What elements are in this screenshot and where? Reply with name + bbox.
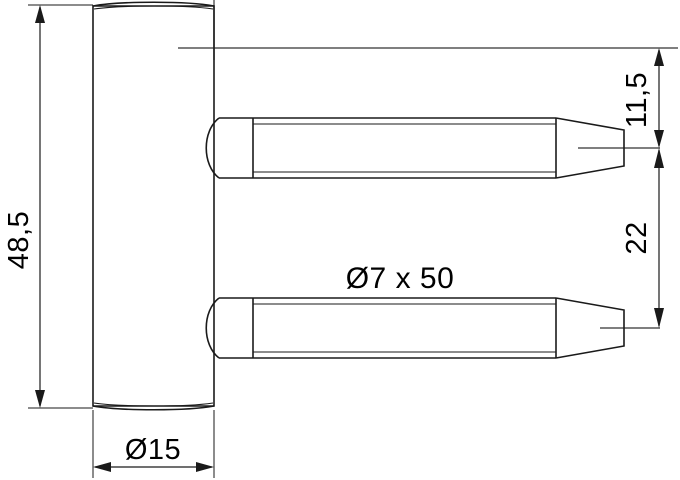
dimension-overall-height: 48,5	[3, 4, 93, 409]
dim-d15-arrow-right	[196, 462, 214, 472]
upper-pin-taper-tip	[555, 117, 625, 179]
dim-22-text: 22	[621, 221, 653, 254]
upper-pin-left-round-cap	[205, 117, 220, 179]
plate-top-cap	[92, 1, 215, 7]
dim-11-5-arrow-bottom	[654, 130, 664, 148]
dim-d15-arrow-left	[93, 462, 111, 472]
dimension-plate-diameter: Ø15	[92, 410, 215, 478]
dim-48-5-arrow-top	[35, 5, 45, 23]
dim-22-arrow-bottom	[654, 308, 664, 328]
dim-11-5-text: 11,5	[621, 72, 653, 128]
lower-pin-taper-tip	[555, 297, 625, 359]
dim-22-arrow-top	[654, 148, 664, 168]
mounting-plate	[92, 1, 215, 411]
dimension-top-offset: 11,5	[621, 48, 664, 148]
dim-48-5-text: 48,5	[3, 211, 35, 269]
lower-pin	[205, 297, 625, 359]
plate-bottom-chamfer-line	[93, 402, 214, 407]
plate-bottom-cap	[92, 405, 215, 411]
plate-top-chamfer-line	[93, 5, 214, 10]
dimension-pin-spacing: 22	[621, 148, 664, 328]
label-pin-spec-group: Ø7 x 50	[346, 262, 455, 295]
lower-pin-left-round-cap	[205, 297, 220, 359]
plate-body-outline	[92, 5, 215, 407]
dim-11-5-arrow-top	[654, 48, 664, 66]
dim-48-5-arrow-bottom	[35, 390, 45, 408]
upper-pin	[205, 117, 625, 179]
dim-d15-text: Ø15	[125, 434, 181, 466]
label-pin-spec: Ø7 x 50	[346, 262, 455, 295]
